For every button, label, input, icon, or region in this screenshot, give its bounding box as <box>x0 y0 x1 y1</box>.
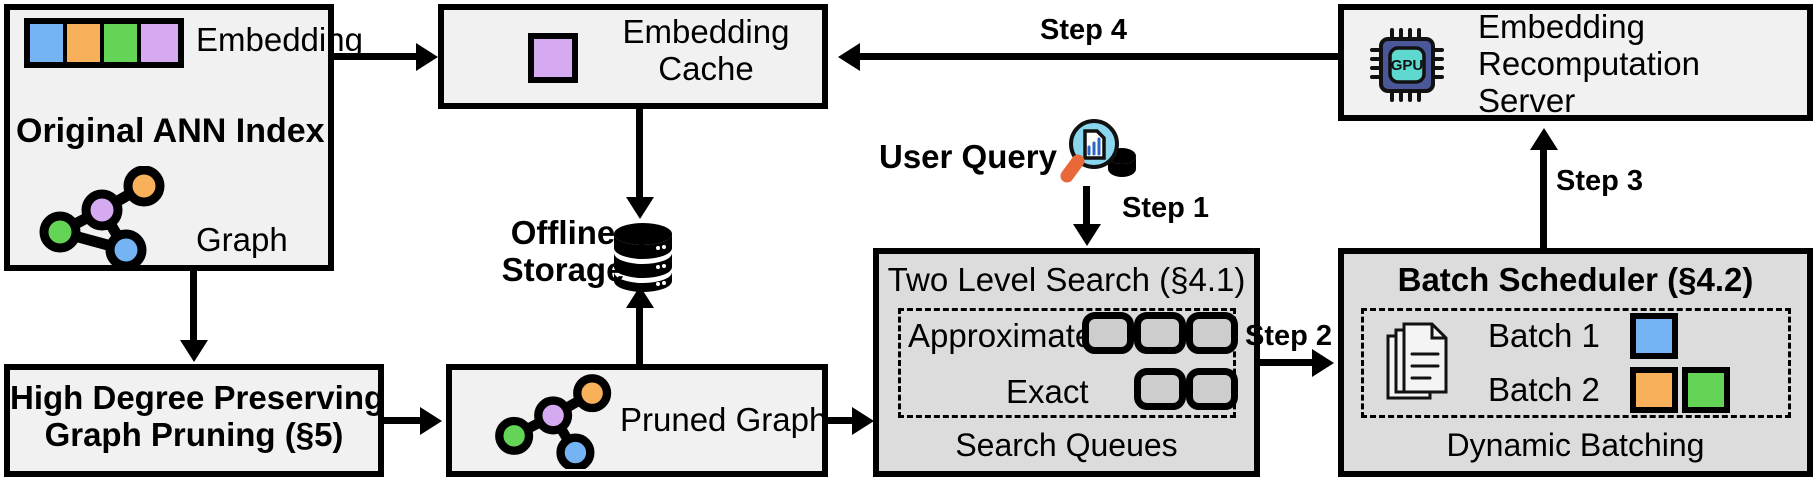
box-two-level-search <box>873 248 1260 477</box>
graph-pruning-line1: High Degree Preserving <box>10 379 385 416</box>
database-icon <box>614 223 672 292</box>
arrow-ann-to-cache-head <box>416 43 438 71</box>
arrow-step4-head <box>838 43 860 71</box>
embedding-cache-swatch <box>528 33 578 83</box>
box-graph-pruning <box>4 364 384 477</box>
arrow-ann-to-pruning-line <box>190 271 197 343</box>
svg-text:GPU: GPU <box>1391 57 1424 74</box>
arrow-pruned-to-search-line <box>828 417 856 424</box>
embedding-swatch-blue <box>30 24 68 62</box>
dynamic-batching-footer: Dynamic Batching <box>1446 427 1705 463</box>
search-queues-footer: Search Queues <box>955 427 1178 463</box>
embedding-swatch-orange <box>67 24 105 62</box>
magnifier-document-icon <box>1060 119 1136 183</box>
graph-pruning-title: High Degree Preserving Graph Pruning (§5… <box>10 379 385 454</box>
step-4-label: Step 4 <box>1040 14 1128 46</box>
batch-2-label: Batch 2 <box>1488 371 1600 408</box>
search-queues-dashed-region <box>898 308 1236 418</box>
embedding-cache-line2: Cache <box>658 49 754 87</box>
offline-storage-line1: Offline <box>510 214 616 251</box>
embedding-label: Embedding <box>196 21 363 58</box>
approximate-queue-slot-1[interactable] <box>1082 312 1134 354</box>
ers-line1: Embedding <box>1478 8 1645 45</box>
step-3-label: Step 3 <box>1556 165 1644 197</box>
user-query-label: User Query <box>879 138 1057 175</box>
original-ann-index-title: Original ANN Index <box>16 112 325 150</box>
gpu-chip-icon: GPU <box>1370 28 1444 102</box>
graph-pruning-line2: Graph Pruning (§5) <box>44 415 344 453</box>
approximate-row-label: Approximate <box>908 317 1094 354</box>
original-graph-icon <box>39 166 165 266</box>
arrow-cache-to-storage-line <box>636 109 643 201</box>
offline-storage-label: Offline Storage <box>483 214 643 289</box>
arrow-cache-to-storage-head <box>626 197 654 219</box>
embedding-cache-title: Embedding Cache <box>596 13 816 88</box>
arrow-step1-line <box>1083 186 1090 228</box>
box-embedding-cache <box>438 4 828 109</box>
arrow-step2-line <box>1260 359 1314 366</box>
offline-storage-line2: Storage <box>501 250 625 288</box>
batch-1-label: Batch 1 <box>1488 317 1600 354</box>
embedding-cache-line1: Embedding <box>622 13 790 50</box>
embedding-recomputation-server-title: Embedding Recomputation Server <box>1478 8 1700 120</box>
arrow-pruned-to-storage-line <box>636 300 643 366</box>
arrow-ann-to-cache-line <box>334 53 418 60</box>
batch-scheduler-title: Batch Scheduler (§4.2) <box>1397 261 1754 298</box>
pruned-graph-label: Pruned Graph <box>620 401 828 438</box>
pruned-graph-icon <box>495 374 612 469</box>
arrow-step4-line <box>860 53 1338 60</box>
graph-label: Graph <box>196 221 288 258</box>
exact-queue-slot-2[interactable] <box>1186 368 1238 410</box>
step-2-label: Step 2 <box>1245 320 1333 352</box>
arrow-step3-head <box>1530 128 1558 150</box>
arrow-pruning-to-pruned-head <box>420 407 442 435</box>
step-1-label: Step 1 <box>1122 192 1210 224</box>
exact-queue-slot-1[interactable] <box>1134 368 1186 410</box>
ers-line3: Server <box>1478 81 1576 119</box>
batch-2-swatch-green <box>1682 367 1730 413</box>
ers-line2: Recomputation <box>1478 44 1700 82</box>
arrow-step2-head <box>1312 349 1334 377</box>
exact-row-label: Exact <box>1006 373 1089 410</box>
arrow-step1-head <box>1073 224 1101 246</box>
arrow-pruned-to-storage-head <box>626 286 654 308</box>
arrow-pruning-to-pruned-line <box>384 417 424 424</box>
documents-icon <box>1386 322 1448 400</box>
arrow-ann-to-pruning-head <box>180 340 208 362</box>
arrow-pruned-to-search-head <box>852 407 874 435</box>
embedding-swatch-purple <box>141 24 178 62</box>
two-level-search-title: Two Level Search (§4.1) <box>887 261 1246 298</box>
approximate-queue-slot-2[interactable] <box>1134 312 1186 354</box>
batch-1-swatch-blue <box>1630 313 1678 359</box>
embedding-swatch-green <box>104 24 142 62</box>
arrow-step3-line <box>1540 144 1547 248</box>
embedding-swatch-strip <box>24 18 184 68</box>
approximate-queue-slot-3[interactable] <box>1186 312 1238 354</box>
batch-2-swatch-orange <box>1630 367 1678 413</box>
dynamic-batching-dashed-region <box>1361 308 1791 418</box>
